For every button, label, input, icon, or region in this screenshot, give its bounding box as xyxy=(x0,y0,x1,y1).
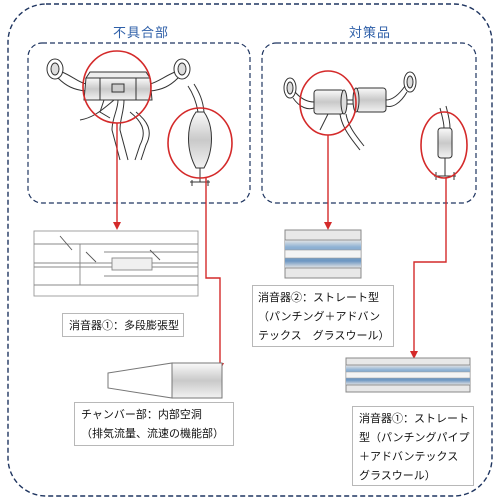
leader-lines xyxy=(116,123,447,368)
straight-muffler-2-cross-section-icon xyxy=(284,229,362,279)
caption-muffler2-line: 消音器②：ストレート型 xyxy=(258,291,379,304)
caption-muffler1-line: 型（パンチングパイプ xyxy=(359,431,470,444)
multi-expansion-muffler-icon xyxy=(83,71,153,101)
leader-chamber xyxy=(205,178,221,368)
straight-muffler-vertical-icon xyxy=(434,105,456,180)
defect-group-frame xyxy=(27,42,251,204)
chamber-cone-icon xyxy=(107,362,223,399)
chamber-pipe-icon xyxy=(187,83,212,186)
defect-exhaust-system xyxy=(46,58,212,186)
caption-muffler1-line: 消音器①：ストレート xyxy=(359,412,469,425)
straight-muffler-left-icon xyxy=(313,89,348,115)
callout-circle-straight-vertical xyxy=(420,111,468,179)
caption-muffler2-line: テックス グラスウール） xyxy=(258,329,390,342)
caption-straight-muffler-2: 消音器②：ストレート型 （パンチング＋アドバン テックス グラスウール） xyxy=(252,285,394,347)
right-tailpipe-icon xyxy=(149,58,191,92)
defect-section-title: 不具合部 xyxy=(113,26,170,41)
callout-circle-chamber xyxy=(167,107,233,179)
caption-multi-expansion-line: 消音器①：多段膨張型 xyxy=(69,319,179,332)
left-tailpipe-icon xyxy=(46,58,87,92)
straight-muffler-right-icon xyxy=(352,87,387,113)
straight-muffler-1-cross-section-icon xyxy=(345,357,471,393)
caption-muffler1-line: ＋アドバンテックス xyxy=(359,450,459,463)
caption-chamber-line: （排気流量、流速の機能部） xyxy=(81,427,224,440)
caption-muffler2-line: （パンチング＋アドバン xyxy=(258,310,381,323)
multi-expansion-cross-section-icon xyxy=(33,230,199,297)
caption-chamber: チャンバー部：内部空洞 （排気流量、流速の機能部） xyxy=(74,402,234,446)
caption-muffler1-line: グラスウール） xyxy=(359,469,436,482)
outer-frame xyxy=(7,3,493,497)
callout-circles xyxy=(82,50,468,179)
fix-right-tailpipe-icon xyxy=(385,71,417,107)
caption-straight-muffler-1: 消音器①：ストレート 型（パンチングパイプ ＋アドバンテックス グラスウール） xyxy=(352,406,474,486)
caption-chamber-line: チャンバー部：内部空洞 xyxy=(81,408,202,421)
leader-straight-vertical xyxy=(413,178,447,356)
fix-group-frame xyxy=(261,42,477,204)
caption-multi-expansion: 消音器①：多段膨張型 xyxy=(62,313,184,337)
fix-section-title: 対策品 xyxy=(349,26,392,41)
fix-exhaust-system xyxy=(283,71,456,180)
fix-left-tailpipe-icon xyxy=(283,77,315,110)
